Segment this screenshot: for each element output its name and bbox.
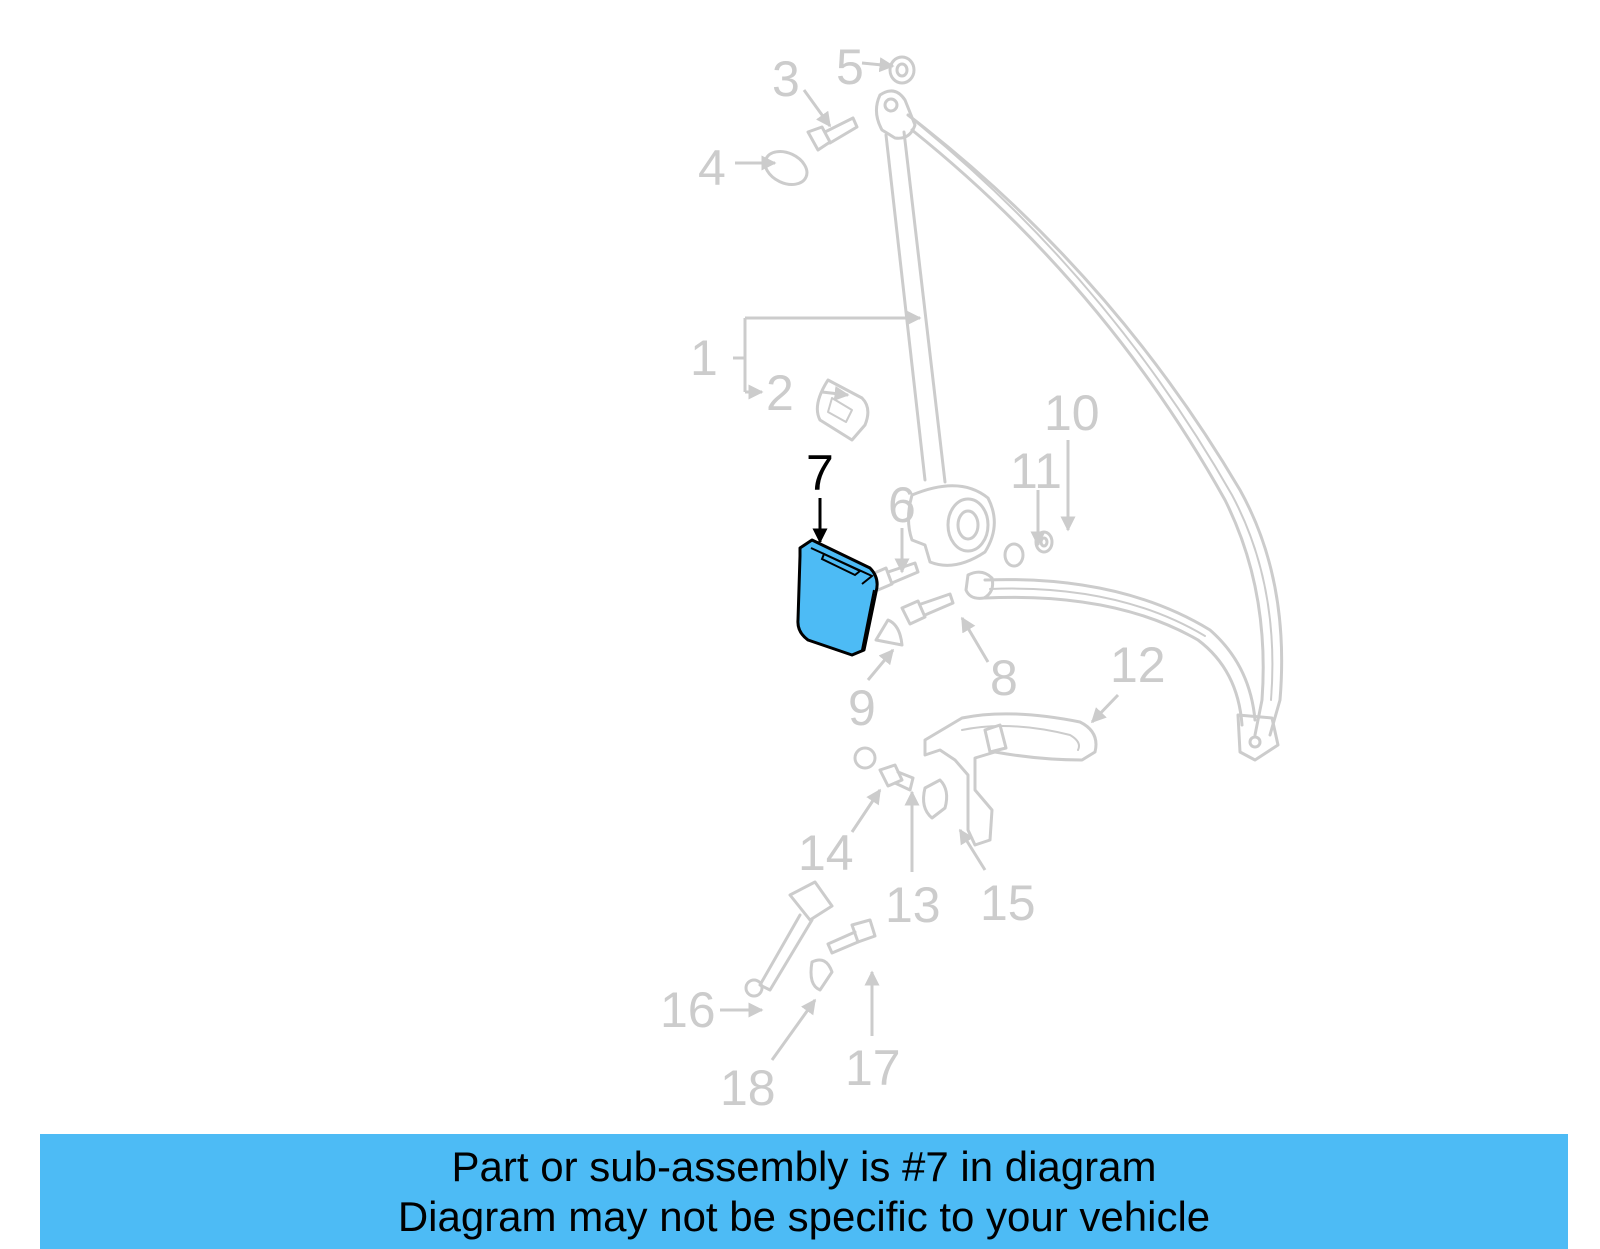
part-16-buckle-drawing — [744, 880, 834, 998]
callout-8: 8 — [990, 650, 1018, 706]
callout-6: 6 — [888, 477, 916, 533]
callout-7: 7 — [806, 445, 834, 501]
part-7-highlighted-drawing — [796, 538, 879, 657]
callout-10: 10 — [1044, 385, 1100, 441]
banner-line-part-number: Part or sub-assembly is #7 in diagram — [451, 1142, 1157, 1190]
part-13-bolt-drawing — [878, 763, 915, 792]
part-14-washer-drawing — [853, 746, 877, 770]
callout-2: 2 — [766, 365, 794, 421]
part-15-bracket-drawing — [922, 778, 949, 820]
callout-14: 14 — [798, 825, 854, 881]
part-18-cap-drawing — [809, 958, 834, 992]
callout-17: 17 — [845, 1040, 901, 1096]
callout-16: 16 — [660, 982, 716, 1038]
part-3-bolt-drawing — [806, 116, 859, 152]
part-17-bolt-drawing — [826, 918, 877, 955]
part-12-buckle-drawing — [923, 712, 1098, 847]
part-5-nut-drawing — [888, 55, 916, 85]
part-4-cap-drawing — [763, 150, 809, 186]
callout-5: 5 — [836, 39, 864, 95]
seat-belt-assembly-drawing — [875, 89, 1284, 762]
callout-1: 1 — [690, 330, 718, 386]
callout-12: 12 — [1110, 637, 1166, 693]
part-8-bolt-drawing — [900, 592, 955, 626]
info-banner: Part or sub-assembly is #7 in diagram Di… — [40, 1134, 1568, 1249]
part-9-cap-drawing — [874, 618, 904, 647]
callout-11: 11 — [1010, 443, 1062, 499]
banner-line-disclaimer: Diagram may not be specific to your vehi… — [397, 1192, 1211, 1240]
part-2-guide-drawing — [815, 378, 870, 442]
callout-4: 4 — [698, 140, 726, 196]
callout-3: 3 — [772, 51, 800, 107]
callout-18: 18 — [720, 1060, 776, 1116]
part-11-washer-drawing — [1003, 542, 1025, 568]
callout-labels: 1 2 3 4 5 6 7 8 9 10 11 12 13 14 15 16 1… — [660, 39, 1166, 1116]
callout-9: 9 — [848, 680, 876, 736]
leader-lines — [720, 57, 1120, 1061]
callout-13: 13 — [885, 877, 941, 933]
callout-15: 15 — [980, 875, 1036, 931]
